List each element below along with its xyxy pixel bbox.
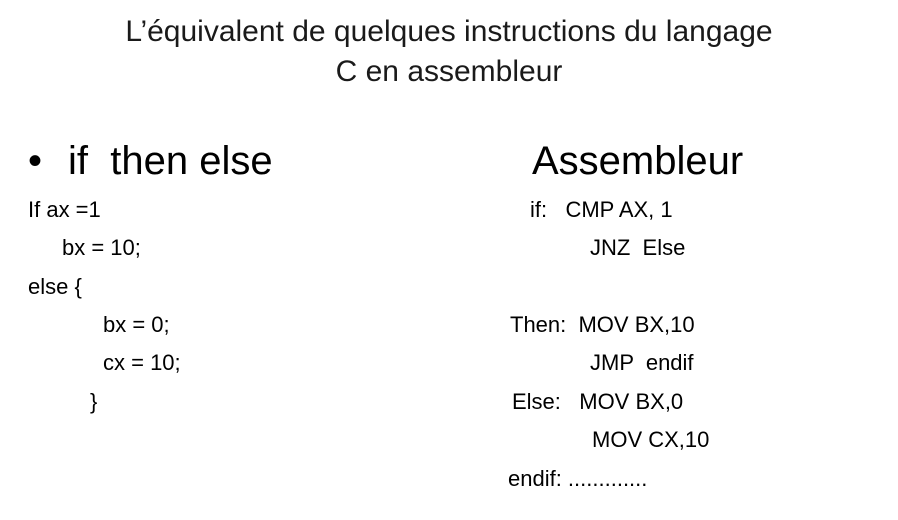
assembler-heading: Assembleur <box>532 139 744 183</box>
title-line-1: L’équivalent de quelques instructions du… <box>125 15 773 48</box>
c-code-line: } <box>90 389 98 414</box>
asm-code-line: endif: ............. <box>508 466 648 491</box>
bullet-icon: • <box>28 139 43 183</box>
bullet-heading-row: • if then else Assembleur <box>28 136 888 186</box>
c-heading: if then else <box>68 139 273 183</box>
asm-code-line: MOV CX,10 <box>592 427 710 452</box>
c-code-line: bx = 0; <box>103 312 170 337</box>
asm-code-line: Else: MOV BX,0 <box>512 389 684 414</box>
c-code-line: cx = 10; <box>103 350 181 375</box>
c-code-line: else { <box>28 274 82 299</box>
asm-code-line: Then: MOV BX,10 <box>510 312 695 337</box>
asm-code-line: if: CMP AX, 1 <box>530 197 673 222</box>
c-code-line: If ax =1 <box>28 197 101 222</box>
slide-title: L’équivalent de quelques instructions du… <box>0 12 898 92</box>
title-line-2: C en assembleur <box>335 55 563 88</box>
c-code-line: bx = 10; <box>62 235 141 260</box>
asm-code-line: JNZ Else <box>590 235 686 260</box>
asm-code-line: JMP endif <box>590 350 694 375</box>
